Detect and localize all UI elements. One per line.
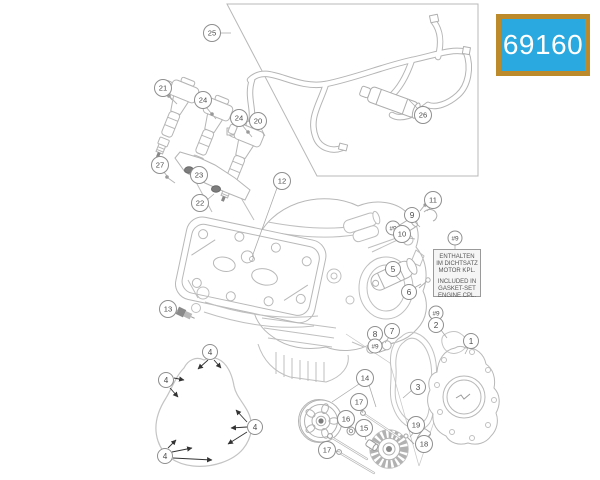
wiring-harness-box [226, 3, 479, 177]
svg-text:#9: #9 [371, 343, 379, 350]
callout-ref-9: #9 [367, 338, 383, 354]
callout-18: 18 [415, 435, 433, 453]
svg-text:7: 7 [390, 327, 395, 336]
svg-text:14: 14 [361, 374, 369, 383]
svg-text:8: 8 [373, 330, 378, 339]
svg-text:4: 4 [208, 348, 213, 357]
callout-6: 6 [401, 284, 417, 300]
svg-text:23: 23 [195, 171, 203, 180]
svg-text:24: 24 [199, 96, 207, 105]
svg-text:18: 18 [420, 440, 428, 449]
note-line: INCLUDED IN [437, 279, 477, 285]
callout-21: 21 [154, 79, 172, 97]
callout-9: 9 [404, 207, 420, 223]
svg-text:22: 22 [196, 199, 204, 208]
svg-text:13: 13 [164, 305, 172, 314]
callout-22: 22 [191, 194, 209, 212]
svg-text:11: 11 [429, 196, 437, 205]
callout-2: 2 [428, 317, 444, 333]
svg-text:4: 4 [163, 452, 168, 461]
callout-26: 26 [414, 106, 432, 124]
callout-19: 19 [407, 416, 425, 434]
svg-text:3: 3 [416, 383, 421, 392]
callout-5: 5 [385, 261, 401, 277]
svg-text:#9: #9 [432, 310, 440, 317]
callout-27: 27 [151, 156, 169, 174]
svg-text:12: 12 [278, 177, 286, 186]
svg-text:26: 26 [419, 111, 427, 120]
svg-text:4: 4 [253, 423, 258, 432]
callout-20: 20 [249, 112, 267, 130]
callout-4: 4 [157, 448, 173, 464]
coil-bracket [165, 94, 253, 201]
image-number-badge: 69160 [496, 14, 590, 76]
callout-14: 14 [356, 369, 374, 387]
svg-text:15: 15 [360, 424, 368, 433]
callout-24: 24 [230, 109, 248, 127]
svg-text:25: 25 [208, 29, 216, 38]
callout-3: 3 [410, 379, 426, 395]
gasket-note-box: ENTHALTEN IM DICHTSATZ MOTOR KPL. INCLUD… [433, 249, 481, 299]
note-line: ENTHALTEN [439, 254, 475, 260]
callout-13: 13 [159, 300, 177, 318]
callout-10: 10 [393, 225, 411, 243]
callout-11: 11 [424, 191, 442, 209]
svg-text:17: 17 [323, 446, 331, 455]
callout-ref-9: #9 [447, 230, 463, 246]
stator-bolts [327, 410, 402, 475]
wiring-harness [226, 13, 472, 153]
callout-24: 24 [194, 91, 212, 109]
svg-text:9: 9 [410, 211, 415, 220]
note-line: MOTOR KPL. [438, 268, 476, 274]
callout-17: 17 [350, 393, 368, 411]
svg-text:5: 5 [391, 265, 396, 274]
callout-4: 4 [158, 372, 174, 388]
callout-15: 15 [355, 419, 373, 437]
svg-text:4: 4 [164, 376, 169, 385]
svg-text:17: 17 [355, 398, 363, 407]
svg-text:1: 1 [469, 337, 474, 346]
generator-cover [427, 331, 500, 445]
callout-23: 23 [190, 166, 208, 184]
sensor-part-13 [175, 306, 195, 320]
svg-text:2: 2 [434, 321, 439, 330]
gasket-4-outline [155, 357, 253, 467]
svg-text:27: 27 [156, 161, 164, 170]
svg-text:#9: #9 [451, 235, 459, 242]
svg-text:21: 21 [159, 84, 167, 93]
callout-17: 17 [318, 441, 336, 459]
svg-text:24: 24 [235, 114, 243, 123]
callout-25: 25 [203, 24, 221, 42]
stator [369, 429, 409, 469]
svg-text:#9: #9 [389, 225, 397, 232]
callout-7: 7 [384, 323, 400, 339]
callout-4: 4 [247, 419, 263, 435]
svg-text:20: 20 [254, 117, 262, 126]
note-line: GASKET-SET [438, 286, 476, 292]
gasket-3-outline [389, 331, 438, 430]
valve-cover [175, 216, 327, 324]
svg-text:6: 6 [407, 288, 412, 297]
callout-12: 12 [273, 172, 291, 190]
callout-1: 1 [463, 333, 479, 349]
svg-text:10: 10 [398, 230, 406, 239]
note-line: IM DICHTSATZ [436, 261, 478, 267]
flywheel [298, 399, 343, 443]
svg-text:19: 19 [412, 421, 420, 430]
callout-16: 16 [337, 410, 355, 428]
engine-block [175, 181, 427, 383]
callout-4: 4 [202, 344, 218, 360]
note-line: ENGINE CPL. [437, 293, 476, 299]
svg-text:16: 16 [342, 415, 350, 424]
